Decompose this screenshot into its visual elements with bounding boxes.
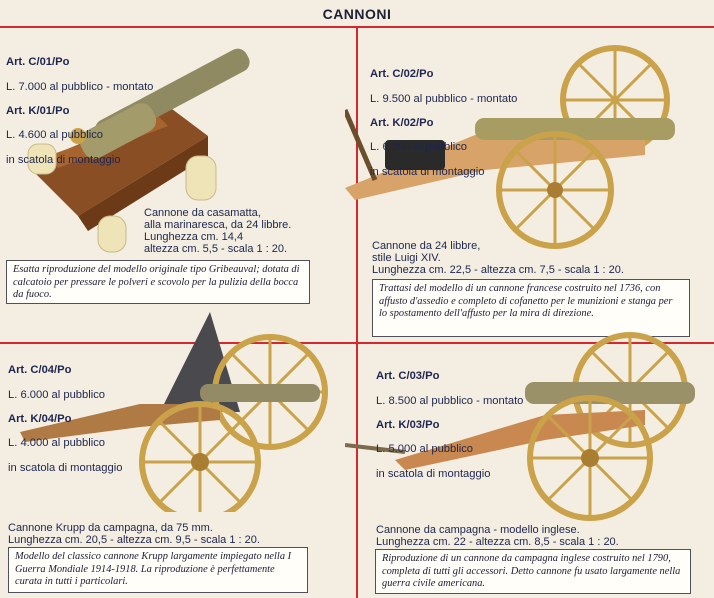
item-3-kit-label: in scatola di montaggio (8, 461, 123, 474)
item-1-note: Esatta riproduzione del modello original… (6, 260, 310, 304)
item-1-price-montato: L. 7.000 al pubblico - montato (6, 80, 154, 93)
item-4-article-code: Art. C/03/Po (376, 370, 440, 383)
page-title: CANNONI (322, 6, 392, 22)
item-2-kit-label: in scatola di montaggio (370, 165, 485, 178)
item-1-kit-label: in scatola di montaggio (6, 153, 121, 166)
item-2-note: Trattasi del modello di un cannone franc… (372, 279, 690, 337)
louis-xiv-cannon-illustration (345, 45, 675, 249)
vertical-rule (356, 27, 358, 598)
item-3-kit-code: Art. K/04/Po (8, 413, 72, 426)
krupp-cannon-illustration (20, 312, 328, 512)
item-4-description: Cannone da campagna - modello inglese. L… (376, 524, 619, 548)
item-2-description: Cannone da 24 libbre, stile Luigi XIV. L… (372, 240, 624, 276)
item-2-article-block: Art. C/02/Po L. 9.500 al pubblico - mont… (370, 56, 570, 190)
item-3-price-kit: L. 4.000 al pubblico (8, 437, 106, 450)
item-1-kit-code: Art. K/01/Po (6, 105, 70, 118)
english-field-cannon-illustration (345, 332, 695, 521)
item-1-description: Cannone da casamatta, alla marinaresca, … (144, 207, 292, 255)
item-2-price-montato: L. 9.500 al pubblico - montato (370, 92, 518, 105)
item-4-kit-code: Art. K/03/Po (376, 419, 440, 432)
item-4-article-block: Art. C/03/Po L. 8.500 al pubblico - mont… (376, 358, 576, 492)
item-2-price-kit: L. 6.200 al pubblico (370, 141, 468, 154)
item-2-article-code: Art. C/02/Po (370, 68, 434, 81)
casemate-cannon-illustration (27, 48, 250, 253)
item-4-note: Riproduzione di un cannone da campagna i… (375, 549, 691, 594)
item-1-article-block: Art. C/01/Po L. 7.000 al pubblico - mont… (6, 44, 176, 178)
item-4-price-kit: L. 5.000 al pubblico (376, 443, 474, 456)
item-4-kit-label: in scatola di montaggio (376, 467, 491, 480)
item-2-kit-code: Art. K/02/Po (370, 117, 434, 130)
item-1-article-code: Art. C/01/Po (6, 56, 70, 69)
item-3-article-code: Art. C/04/Po (8, 364, 72, 377)
item-3-article-block: Art. C/04/Po L. 6.000 al pubblico Art. K… (8, 352, 188, 486)
item-3-price-montato: L. 6.000 al pubblico (8, 388, 106, 401)
item-4-price-montato: L. 8.500 al pubblico - montato (376, 394, 524, 407)
item-3-note: Modello del classico cannone Krupp larga… (8, 547, 308, 593)
item-3-description: Cannone Krupp da campagna, da 75 mm. Lun… (8, 522, 260, 546)
item-1-price-kit: L. 4.600 al pubblico (6, 129, 104, 142)
